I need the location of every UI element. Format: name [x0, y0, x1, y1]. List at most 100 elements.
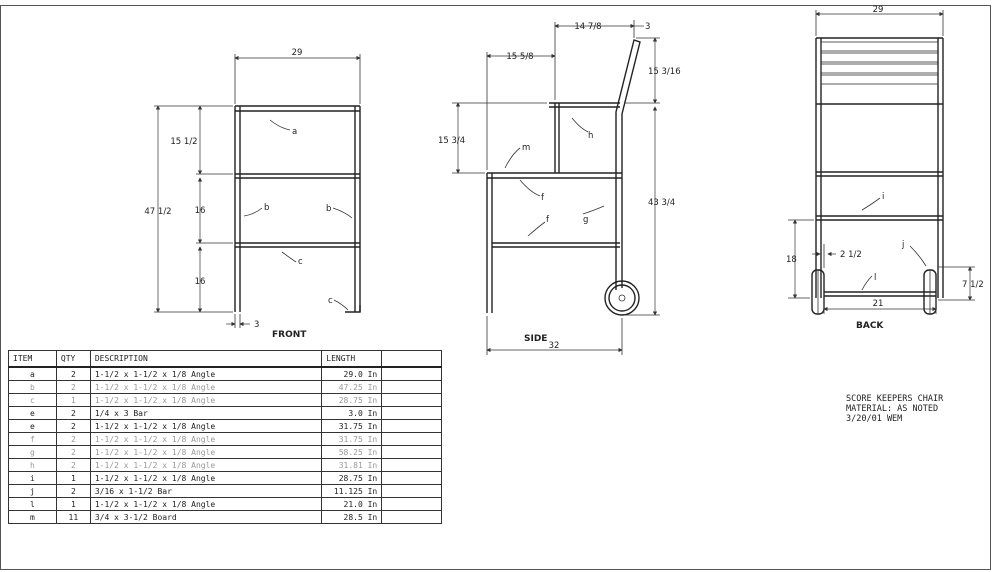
- description-cell: 1-1/2 x 1-1/2 x 1/8 Angle: [89, 445, 323, 459]
- front-dim-height: 47 1/2: [144, 207, 171, 217]
- blank-cell: [381, 380, 442, 394]
- back-dim-wheel-dia: 7 1/2: [962, 280, 984, 290]
- blank-cell: [381, 484, 442, 498]
- front-view: 29 15 1/2 16 16 47 1/2 3 a b: [144, 48, 361, 340]
- front-dim-mid: 16: [195, 206, 206, 216]
- side-frame: [486, 39, 641, 316]
- description-cell: 1-1/2 x 1-1/2 x 1/8 Angle: [89, 458, 323, 472]
- length-cell: 21.0 In: [321, 497, 383, 511]
- title-block: SCORE KEEPERS CHAIR MATERIAL: AS NOTED 3…: [846, 394, 943, 424]
- item-cell: f: [8, 432, 57, 446]
- side-view: 14 7/8 3 15 5/8 15 3/16 15 3/4 43 3/4 32: [438, 20, 681, 355]
- description-cell: 3/4 x 3-1/2 Board: [89, 510, 323, 524]
- side-dim-total-height: 43 3/4: [648, 198, 675, 208]
- front-tag-c-bottom: c: [328, 296, 333, 306]
- side-tag-g: g: [583, 215, 588, 225]
- length-cell: 3.0 In: [321, 406, 383, 420]
- length-cell: 58.25 In: [321, 445, 383, 459]
- side-tag-m: m: [522, 143, 530, 153]
- front-frame: [234, 105, 361, 313]
- back-tag-i: i: [882, 192, 884, 202]
- description-cell: 1-1/2 x 1-1/2 x 1/8 Angle: [89, 471, 323, 485]
- qty-cell: 2: [55, 406, 91, 420]
- back-dim-axle-height: 18: [786, 255, 797, 265]
- front-dim-leg: 3: [254, 320, 259, 330]
- qty-cell: 1: [55, 471, 91, 485]
- drawing-frame: [0, 5, 991, 570]
- item-cell: m: [8, 510, 57, 524]
- item-cell: h: [8, 458, 57, 472]
- header-blank: [381, 350, 442, 368]
- side-dimensions: 14 7/8 3 15 5/8 15 3/16 15 3/4 43 3/4 32: [438, 20, 681, 355]
- side-tag-h: h: [588, 131, 593, 141]
- item-cell: g: [8, 445, 57, 459]
- item-cell: j: [8, 484, 57, 498]
- length-cell: 47.25 In: [321, 380, 383, 394]
- qty-cell: 2: [55, 445, 91, 459]
- side-part-tags: h m f g f: [504, 117, 605, 237]
- front-tag-a: a: [292, 127, 297, 137]
- front-view-label: FRONT: [272, 330, 307, 340]
- blank-cell: [381, 471, 442, 485]
- back-tag-l: l: [874, 273, 876, 283]
- blank-cell: [381, 406, 442, 420]
- qty-cell: 2: [55, 432, 91, 446]
- qty-cell: 11: [55, 510, 91, 524]
- blank-cell: [381, 419, 442, 433]
- title-line-3: 3/20/01 WEM: [846, 414, 903, 424]
- back-view: 29 18 2 1/2 7 1/2 21 i j l BAC: [786, 5, 984, 331]
- description-cell: 1/4 x 3 Bar: [89, 406, 323, 420]
- title-line-1: SCORE KEEPERS CHAIR: [846, 394, 944, 404]
- blank-cell: [381, 366, 442, 381]
- blank-cell: [381, 393, 442, 407]
- qty-cell: 2: [55, 458, 91, 472]
- description-cell: 1-1/2 x 1-1/2 x 1/8 Angle: [89, 419, 323, 433]
- qty-cell: 2: [55, 380, 91, 394]
- side-dim-top-offset: 14 7/8: [574, 22, 601, 32]
- side-dim-overall-depth: 32: [549, 341, 560, 351]
- header-description: DESCRIPTION: [89, 350, 323, 368]
- front-dimensions: 29 15 1/2 16 16 47 1/2 3: [144, 48, 361, 330]
- qty-cell: 2: [55, 419, 91, 433]
- item-cell: a: [8, 366, 57, 381]
- side-dim-arm: 15 3/4: [438, 136, 465, 146]
- qty-cell: 2: [55, 484, 91, 498]
- qty-cell: 1: [55, 497, 91, 511]
- description-cell: 1-1/2 x 1-1/2 x 1/8 Angle: [89, 393, 323, 407]
- header-length: LENGTH: [321, 350, 383, 368]
- item-cell: e: [8, 406, 57, 420]
- item-cell: i: [8, 471, 57, 485]
- back-dim-wheel-offset: 2 1/2: [840, 250, 862, 260]
- length-cell: 11.125 In: [321, 484, 383, 498]
- length-cell: 31.75 In: [321, 419, 383, 433]
- header-item: ITEM: [8, 350, 57, 368]
- qty-cell: 2: [55, 366, 91, 381]
- back-dim-width: 29: [873, 5, 884, 15]
- side-dim-seat-depth: 15 5/8: [506, 52, 533, 62]
- blank-cell: [381, 432, 442, 446]
- title-line-2: MATERIAL: AS NOTED: [846, 404, 939, 414]
- front-dim-top: 15 1/2: [170, 137, 197, 147]
- item-cell: e: [8, 419, 57, 433]
- side-tag-f-bottom: f: [546, 215, 550, 225]
- side-dim-back-tilt: 3: [645, 22, 650, 32]
- front-tag-b-right: b: [326, 204, 331, 214]
- front-part-tags: a b b c c: [243, 119, 353, 311]
- back-tag-j: j: [901, 240, 904, 250]
- length-cell: 28.75 In: [321, 471, 383, 485]
- blank-cell: [381, 458, 442, 472]
- description-cell: 1-1/2 x 1-1/2 x 1/8 Angle: [89, 432, 323, 446]
- description-cell: 1-1/2 x 1-1/2 x 1/8 Angle: [89, 366, 323, 381]
